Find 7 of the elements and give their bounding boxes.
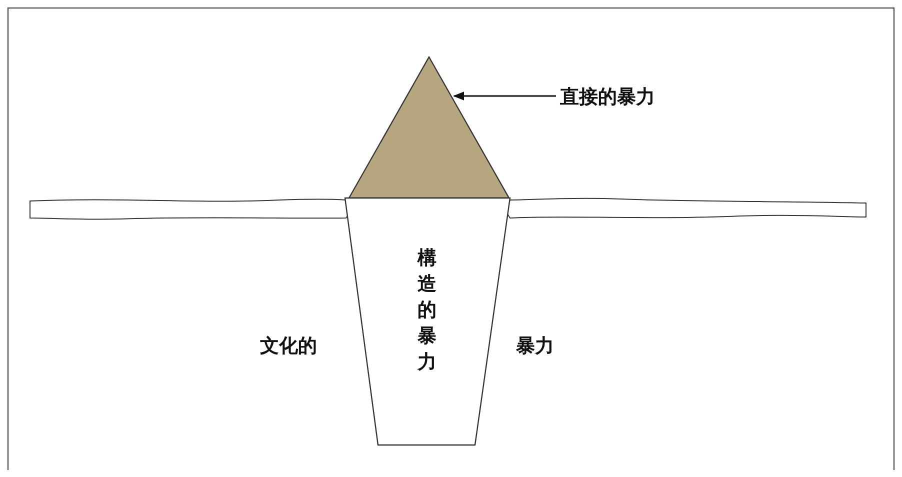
annotation-text: 直接的暴力 [560, 85, 655, 110]
label-text: 暴力 [516, 334, 554, 359]
trapezoid-shape [344, 197, 511, 446]
triangle-shape [349, 57, 509, 198]
vertical-label: 構造的暴力 [418, 246, 438, 375]
label-text: 文化的 [260, 334, 317, 359]
arrow [453, 92, 556, 100]
